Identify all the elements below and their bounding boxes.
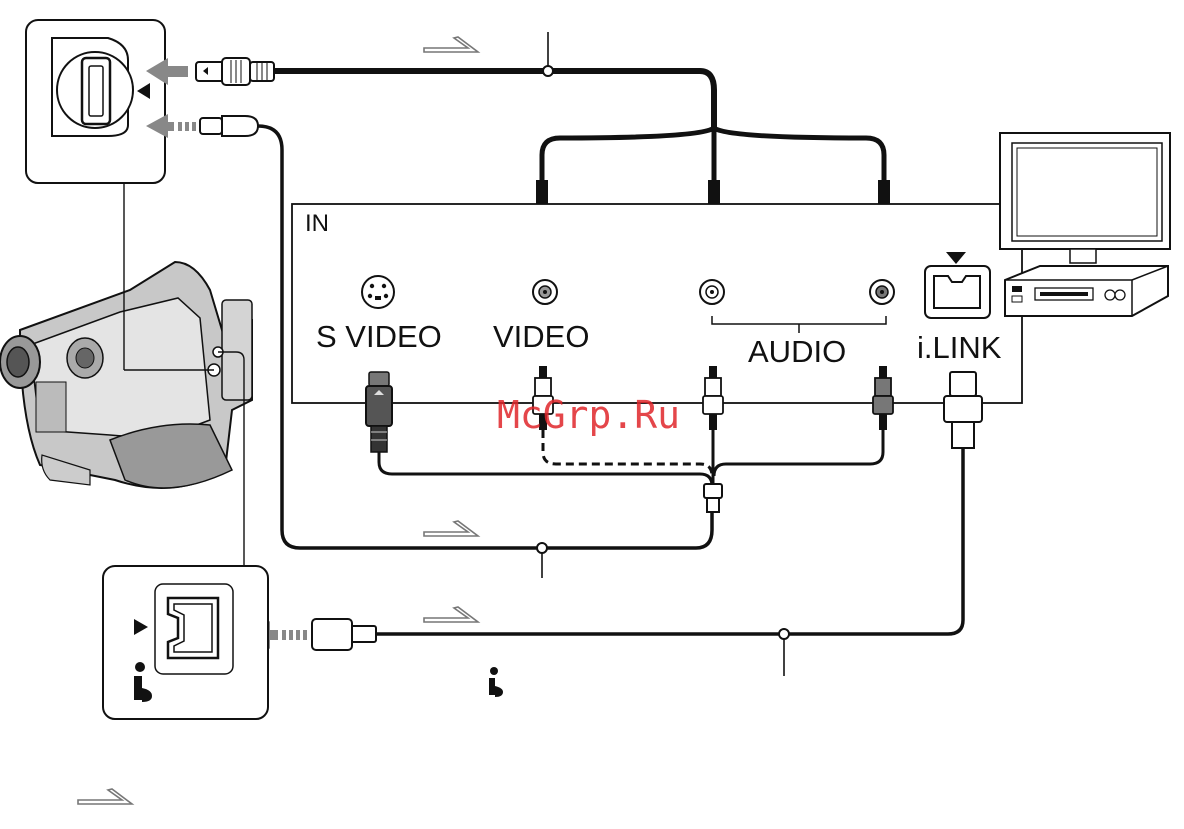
signal-flow-arrow-icon: [424, 607, 478, 622]
dv-jack-inset: [103, 566, 268, 719]
ilink-plug-panel: [944, 372, 982, 448]
signal-flow-arrow-icon: [424, 37, 478, 52]
video-label: VIDEO: [493, 319, 589, 355]
ilink-symbol-icon: [489, 667, 503, 697]
av-junction-plug: [704, 484, 722, 512]
camcorder-icon: [0, 262, 252, 488]
panel-in-label: IN: [305, 210, 329, 238]
signal-flow-arrow-icon: [78, 789, 132, 804]
input-panel: [292, 204, 1022, 403]
s-video-plug: [366, 372, 392, 452]
ilink-plug-camcorder: [312, 619, 376, 650]
video-jack: [533, 280, 557, 304]
s-video-label: S VIDEO: [316, 319, 442, 355]
audio-jack-right: [870, 280, 894, 304]
audio-label: AUDIO: [748, 334, 846, 370]
s-video-jack: [362, 276, 394, 308]
audio-jack-left: [700, 280, 724, 304]
signal-flow-arrow-icon: [424, 521, 478, 536]
av-multi-plug: [196, 58, 274, 85]
watermark: McGrp.Ru: [497, 393, 680, 437]
av-plug-lower: [200, 116, 258, 136]
vcr-icon: [1005, 266, 1168, 316]
ilink-label: i.LINK: [917, 330, 1001, 366]
tv-icon: [1000, 133, 1170, 263]
av-remote-jack-inset: [26, 20, 165, 183]
